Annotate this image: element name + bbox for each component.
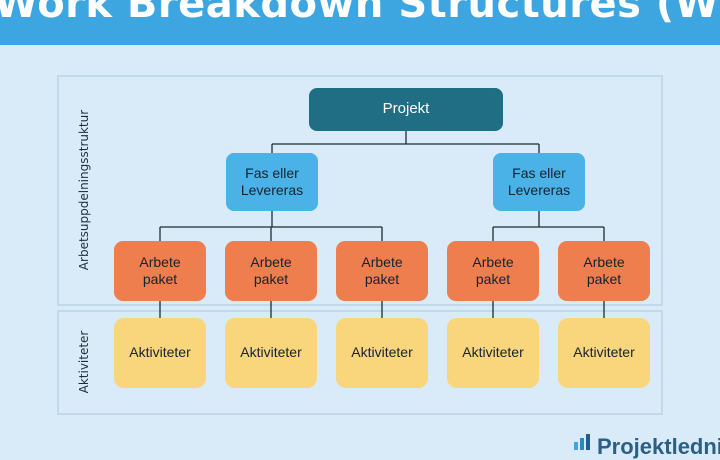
- activity-label: Aktiviteter: [240, 344, 302, 361]
- phase-node-line1: Fas eller: [245, 164, 299, 181]
- work-package-line1: Arbete: [583, 253, 625, 270]
- project-node-label: Projekt: [382, 100, 430, 118]
- work-package-line1: Arbete: [139, 253, 181, 270]
- activity-node: Aktiviteter: [336, 318, 428, 388]
- structure-panel: [57, 75, 663, 306]
- work-package-line1: Arbete: [472, 253, 514, 270]
- phase-node-line2: Levereras: [507, 182, 571, 198]
- activities-panel: [57, 310, 663, 415]
- activity-node: Aktiviteter: [114, 318, 206, 388]
- activity-label: Aktiviteter: [351, 344, 413, 361]
- work-package-line2: paket: [475, 271, 511, 287]
- work-package-line2: paket: [364, 271, 400, 287]
- project-node: Projekt: [309, 88, 503, 131]
- title-banner: Work Breakdown Structures (WBS): [0, 0, 720, 45]
- activity-label: Aktiviteter: [129, 344, 191, 361]
- activity-node: Aktiviteter: [558, 318, 650, 388]
- phase-node-line1: Fas eller: [512, 164, 566, 181]
- activity-node: Aktiviteter: [225, 318, 317, 388]
- brand-logo: Projektledni: [572, 432, 720, 460]
- work-package-line1: Arbete: [361, 253, 403, 270]
- activity-label: Aktiviteter: [462, 344, 524, 361]
- connector-lines: [159, 131, 605, 318]
- work-package-line1: Arbete: [250, 253, 292, 270]
- activity-node: Aktiviteter: [447, 318, 539, 388]
- brand-name: Projektledni: [597, 434, 720, 459]
- phase-node-line2: Levereras: [240, 182, 304, 198]
- page-title: Work Breakdown Structures (WBS): [0, 0, 720, 27]
- work-package-line2: paket: [586, 271, 622, 287]
- work-package-line2: paket: [253, 271, 289, 287]
- activity-label: Aktiviteter: [573, 344, 635, 361]
- bar-chart-logo-icon: [574, 434, 590, 450]
- work-package-line2: paket: [142, 271, 178, 287]
